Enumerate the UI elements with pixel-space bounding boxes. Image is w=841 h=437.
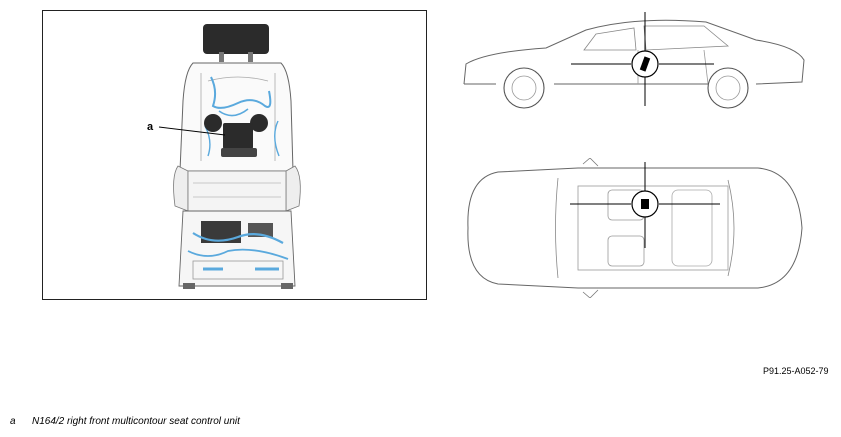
- figure-reference-code: P91.25-A052-79: [763, 366, 829, 376]
- left-pump: [204, 114, 222, 132]
- callout-label-a: a: [147, 121, 154, 133]
- front-wheel: [503, 67, 545, 109]
- backrest-harness: [210, 76, 272, 109]
- side-body-outline: [463, 19, 805, 85]
- callout-line: [158, 126, 226, 136]
- car-side-view: [463, 12, 805, 109]
- car-top-view: [467, 158, 803, 298]
- headrest: [203, 24, 269, 54]
- seat-drawing: [158, 24, 301, 289]
- legend-description: N164/2 right front multicontour seat con…: [32, 416, 240, 427]
- base-harness: [192, 232, 284, 244]
- legend-letter: a: [10, 416, 16, 427]
- top-body-outline: [467, 167, 803, 289]
- seat-cushion: [187, 170, 287, 212]
- right-pump: [250, 114, 268, 132]
- rear-wheel: [707, 67, 749, 109]
- seat-control-unit: [223, 123, 253, 149]
- seat-illustration-panel: a: [42, 10, 427, 300]
